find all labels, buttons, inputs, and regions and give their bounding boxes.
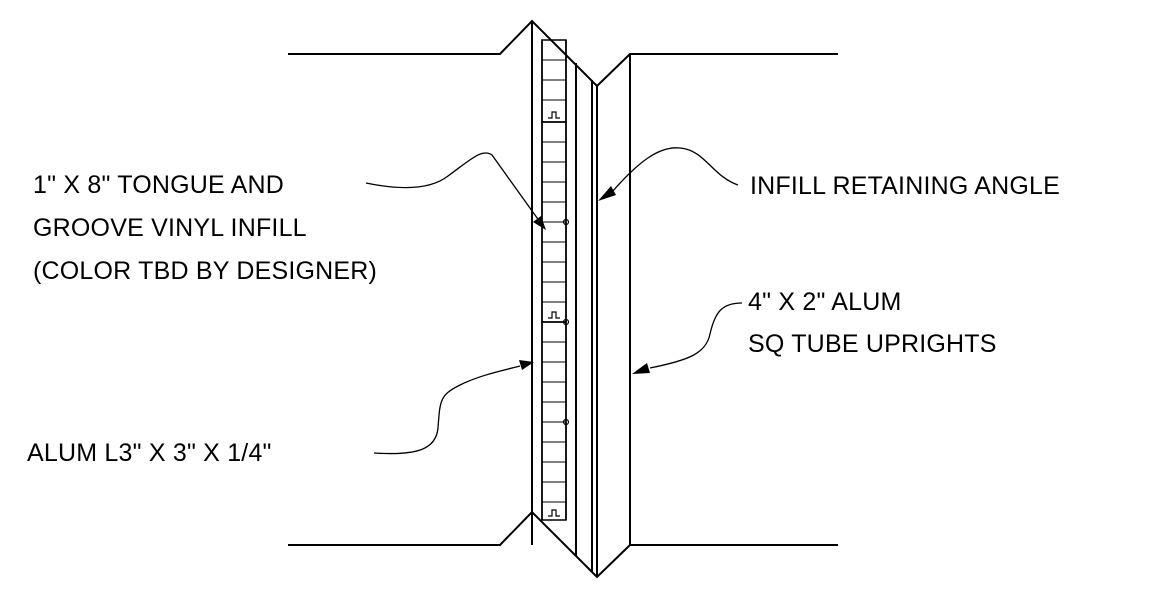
infill-tongue-notch xyxy=(548,111,560,119)
infill-tongue-notch xyxy=(548,311,560,319)
upright-members xyxy=(531,21,631,577)
infill-tongue-notch xyxy=(548,509,560,517)
label-tongue-groove-line2: GROOVE VINYL INFILL xyxy=(33,214,307,242)
infill-groove-marker xyxy=(562,318,570,326)
vinyl-infill-strip xyxy=(541,39,570,521)
label-alum-angle: ALUM L3" X 3" X 1/4" xyxy=(27,439,272,467)
label-tongue-groove-line3: (COLOR TBD BY DESIGNER) xyxy=(33,257,377,285)
leader-retaining-angle xyxy=(598,147,739,201)
leader-alum-angle xyxy=(373,360,534,455)
infill-groove-marker xyxy=(562,418,570,426)
label-tongue-groove-line1: 1" X 8" TONGUE AND xyxy=(33,171,284,199)
infill-board-3 xyxy=(541,321,567,521)
infill-groove-marker xyxy=(562,218,570,226)
label-infill-retaining-angle: INFILL RETAINING ANGLE xyxy=(750,172,1060,200)
top-outline xyxy=(288,19,838,88)
leader-tongue-groove xyxy=(365,152,546,230)
leader-alum-tube xyxy=(632,302,743,374)
label-alum-tube-line2: SQ TUBE UPRIGHTS xyxy=(748,330,997,358)
bottom-outline xyxy=(288,510,838,579)
label-alum-tube-line1: 4" X 2" ALUM xyxy=(748,288,902,316)
